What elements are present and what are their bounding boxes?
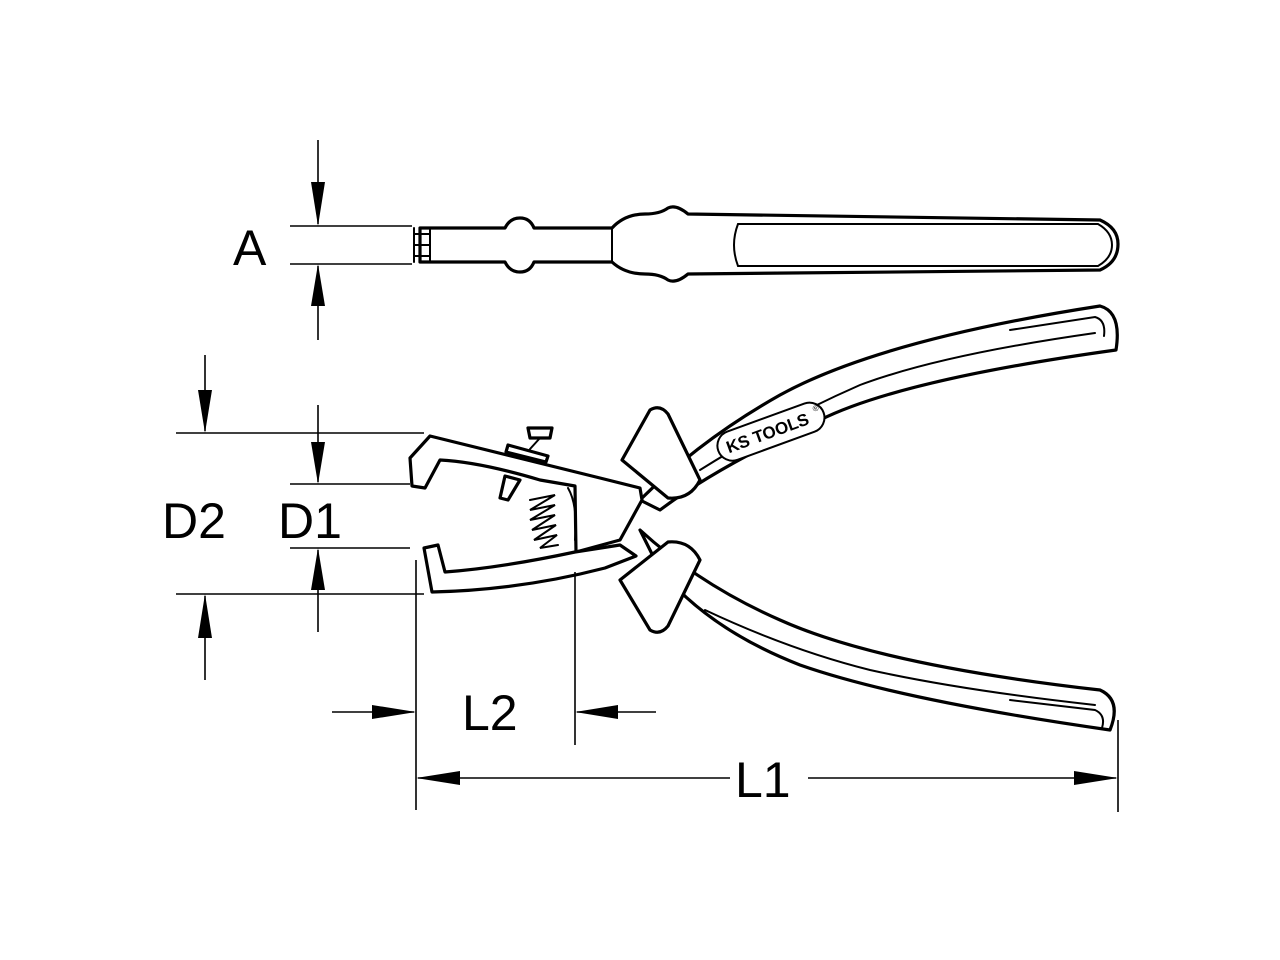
dimension-d1-label: D1 [278, 493, 342, 549]
plier-top-view [413, 205, 1120, 283]
dimension-d1: D1 [278, 405, 410, 632]
dimension-a-label: A [233, 220, 267, 276]
dimension-l1: L1 [416, 720, 1119, 812]
dimension-l2-label: L2 [462, 685, 518, 741]
dimension-l2: L2 [332, 560, 656, 810]
dimension-d2-label: D2 [162, 493, 226, 549]
plier-side-view [408, 304, 1119, 732]
dimension-a: A [233, 140, 412, 340]
dimension-d2: D2 [162, 355, 424, 680]
dimension-l1-label: L1 [735, 752, 791, 808]
logo-registered-mark: ® [811, 403, 820, 414]
